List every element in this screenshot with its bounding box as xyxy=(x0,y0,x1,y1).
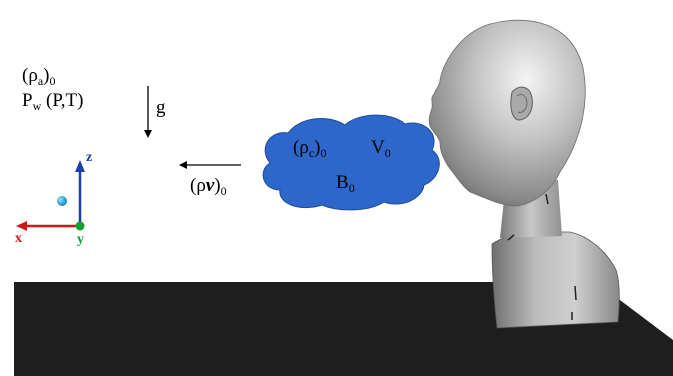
particle xyxy=(57,196,67,206)
momentum-label: (ρv)0 xyxy=(190,175,227,198)
ambient-density-label: (ρa)0 xyxy=(22,65,56,88)
axis-z-label: z xyxy=(86,150,93,165)
axis-x-arrowhead xyxy=(16,221,27,231)
manikin-ear xyxy=(510,86,533,121)
gravity-label: g xyxy=(156,97,166,118)
mark-torso-2 xyxy=(574,285,577,301)
ear-inner xyxy=(516,93,528,113)
axis-y-label: y xyxy=(77,232,84,247)
exhaled-cloud xyxy=(262,114,440,211)
axis-x-label: x xyxy=(15,231,22,246)
manikin-head xyxy=(428,19,586,207)
mark-neck xyxy=(545,193,549,205)
vapor-pressure-label: Pw (P,T) xyxy=(22,90,84,113)
cloud-density-label: (ρc)0 xyxy=(293,137,327,160)
mark-torso-1 xyxy=(507,234,515,241)
manikin-torso xyxy=(491,231,620,329)
cloud-buoyancy-label: B0 xyxy=(336,172,355,195)
axis-z-arrowhead xyxy=(75,160,85,172)
axis-y-origin xyxy=(75,221,85,231)
cloud-volume-label: V0 xyxy=(371,137,391,160)
